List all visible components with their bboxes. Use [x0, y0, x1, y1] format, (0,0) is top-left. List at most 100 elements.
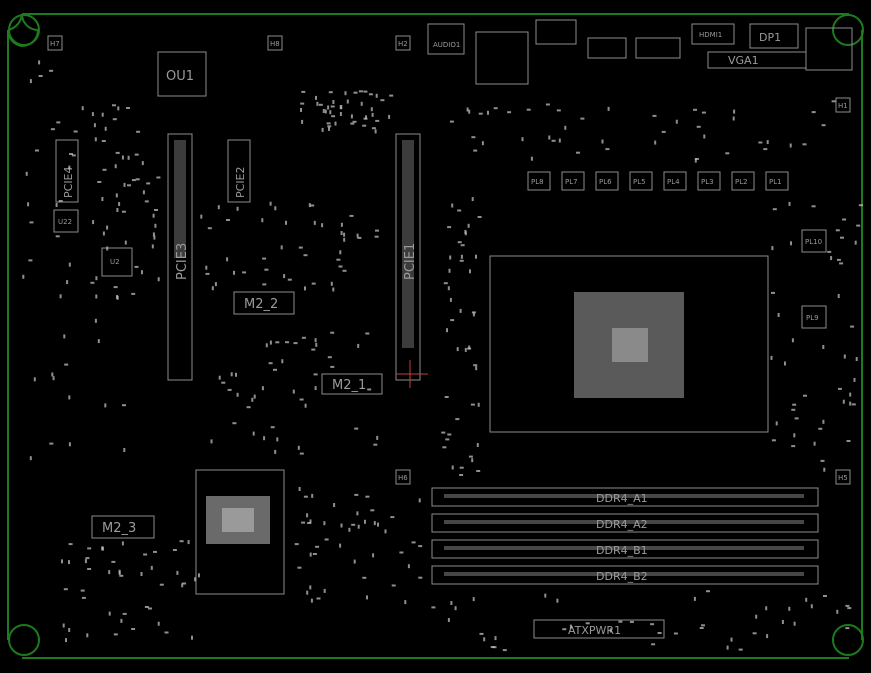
board-edge — [6, 13, 864, 659]
pad — [353, 91, 358, 94]
pad — [309, 519, 312, 524]
pad — [55, 235, 60, 238]
pad — [261, 386, 264, 391]
m2-3-slot[interactable]: M2_3 — [91, 515, 155, 539]
ddr4-a2-slot[interactable]: DDR4_A2 — [431, 513, 819, 533]
pad — [90, 281, 95, 284]
pad — [287, 278, 292, 281]
pad — [101, 112, 104, 117]
pad — [351, 523, 356, 526]
pad — [142, 190, 145, 195]
pad — [454, 606, 457, 611]
pad — [777, 313, 780, 317]
atxpwr1-connector[interactable]: ATXPWR1 — [533, 619, 665, 639]
pad — [354, 427, 359, 430]
pad — [367, 388, 372, 391]
pad — [358, 90, 363, 93]
pad — [121, 541, 124, 546]
pad — [22, 274, 25, 279]
pcie2-slot[interactable]: PCIE2 — [227, 139, 251, 203]
pad — [324, 109, 327, 114]
hole-h8-label: H8 — [270, 40, 280, 48]
pad — [27, 202, 30, 207]
pcie3-slot[interactable]: PCIE3 — [167, 133, 193, 381]
pad — [309, 585, 312, 590]
ddr4-b2-slot[interactable]: DDR4_B2 — [431, 565, 819, 585]
pad — [65, 638, 67, 643]
pad — [855, 357, 858, 361]
pad — [357, 343, 360, 348]
pad — [116, 295, 118, 299]
chipset-component[interactable] — [195, 469, 285, 595]
pad — [38, 60, 41, 65]
pad — [391, 584, 396, 587]
m2-1-slot[interactable]: M2_1 — [321, 373, 383, 395]
pcie4-slot[interactable]: PCIE4 — [55, 139, 79, 203]
pad — [328, 91, 333, 94]
ddr4-a1-slot[interactable]: DDR4_A1 — [431, 487, 819, 507]
pad — [371, 112, 374, 117]
pad — [856, 224, 861, 227]
pad — [763, 148, 768, 151]
pad — [443, 282, 448, 285]
pad — [311, 493, 314, 498]
pad — [141, 270, 143, 275]
cpu-socket[interactable] — [489, 255, 769, 433]
pad — [299, 398, 304, 401]
pad — [766, 634, 769, 639]
pad — [300, 108, 302, 112]
pad — [268, 362, 273, 365]
atxpwr1-label: ATXPWR1 — [568, 624, 621, 637]
pad — [418, 576, 423, 579]
u22-component[interactable]: U22 — [53, 209, 79, 233]
pad — [71, 154, 76, 157]
pl3-label: PL3 — [701, 178, 714, 186]
pad — [372, 553, 375, 558]
pad — [323, 588, 326, 593]
m2-2-slot[interactable]: M2_2 — [233, 291, 295, 315]
pad — [327, 105, 330, 110]
pad — [311, 348, 316, 351]
pad — [726, 645, 729, 650]
pad — [339, 105, 342, 110]
u2-component[interactable]: U2 — [101, 247, 133, 277]
vga1-label: VGA1 — [728, 54, 759, 67]
pad — [466, 107, 469, 112]
pcie1-slot[interactable]: PCIE1 — [395, 133, 428, 388]
pad — [298, 487, 301, 491]
pad — [842, 399, 845, 404]
pl2-label: PL2 — [735, 178, 748, 186]
pad — [447, 226, 452, 229]
rear-io-connectors: AUDIO1 HDMI1 DP1 VGA1 — [427, 19, 853, 85]
pad — [854, 240, 857, 245]
pad — [476, 443, 479, 447]
pad — [846, 440, 851, 442]
pad — [127, 155, 130, 160]
pad — [354, 493, 359, 496]
pad — [330, 331, 335, 334]
pad — [29, 79, 32, 84]
ou1-component[interactable]: OU1 — [157, 51, 207, 97]
pad — [322, 109, 325, 113]
pad — [823, 467, 826, 472]
ddr4-b1-slot[interactable]: DDR4_B1 — [431, 539, 819, 559]
pad — [157, 277, 160, 282]
pad — [62, 623, 65, 628]
pad — [343, 232, 346, 237]
pad — [835, 229, 840, 232]
pad — [311, 282, 316, 285]
hole-h6-label: H6 — [398, 474, 408, 482]
pad — [803, 394, 807, 397]
pad — [371, 127, 376, 130]
pad — [468, 455, 473, 458]
pad — [121, 155, 124, 160]
pad — [813, 441, 816, 446]
pad — [313, 373, 318, 376]
pad — [629, 620, 634, 623]
pad — [450, 601, 453, 605]
pad — [521, 137, 524, 142]
pad — [449, 255, 452, 260]
pad — [300, 102, 305, 105]
vrm-power-stages: PL8 PL7 PL6 PL5 PL4 PL3 PL2 PL1 PL10 PL9 — [527, 171, 827, 329]
